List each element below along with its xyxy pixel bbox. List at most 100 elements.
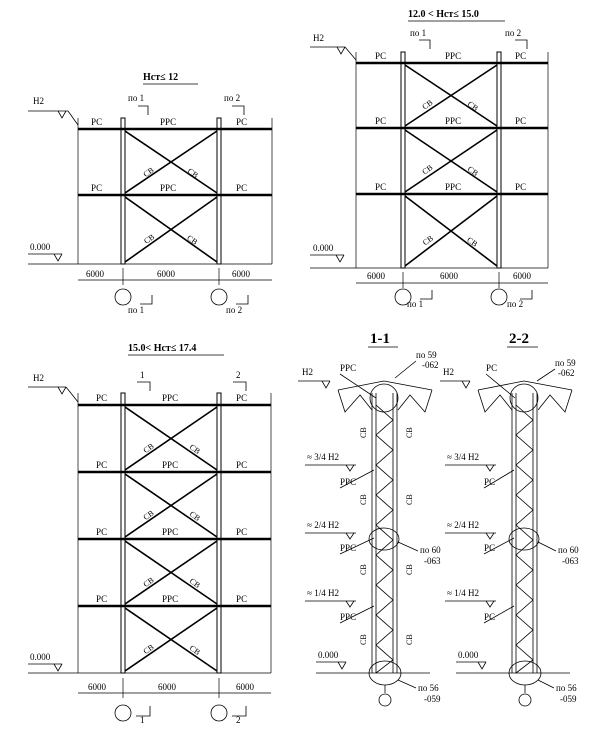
panel-b-span-dim: 6000 [440,271,459,281]
panel-c-bottom-cut-1: 1 [140,715,145,725]
section-2-level-34: ≈ 3/4 H2 [447,452,479,462]
panel-b-sv-label: СВ [466,164,480,177]
panel-b-rs-label: РС [375,51,386,61]
panel-b-sv-label: СВ [466,99,480,112]
section-2-axis-marker [518,693,532,707]
section-1-rrs: РРС [340,612,356,622]
panel-b-rs-label: РС [515,182,526,192]
panel-b-frame: 12.0 < Нст≤ 15.0 H2 по 1 по 2 РС РРС РС … [310,9,549,309]
panel-b-brace [404,129,498,193]
panel-c-rs-label: РС [236,393,247,403]
panel-a-h2-label: H2 [33,96,44,106]
panel-c-h2-label: H2 [33,373,44,383]
section-2-rs: РС [484,612,495,622]
panel-c-rrs-label: РРС [162,460,178,470]
panel-a-rs-label: РС [91,183,102,193]
panel-c-cut-label-1: 1 [140,370,145,380]
panel-a-sv-label: СВ [142,232,156,245]
panel-c-rs-label: РС [236,527,247,537]
section-1-node-60b: -063 [424,556,441,566]
section-2-rs-top: РС [486,363,497,373]
section-2-2-title: 2-2 [509,331,529,347]
panel-c-rs-label: РС [96,460,107,470]
section-1-node-circle-top [369,383,399,413]
panel-c-axis-marker [114,704,132,722]
panel-b-column-right [496,51,502,269]
panel-a-cut-label-1: по 1 [128,93,144,103]
section-1-rrs-top: РРС [340,363,356,373]
panel-c-rs-label: РС [96,527,107,537]
panel-b-rs-label: РС [515,116,526,126]
panel-a-sv-label: СВ [186,166,200,179]
panel-c-rrs-label: РРС [162,393,178,403]
section-1-node-56b: -059 [424,694,441,704]
panel-b-heading: 12.0 < Нст≤ 15.0 [408,9,479,20]
panel-c-sv-label: СВ [142,441,156,454]
section-1-sv-label: СВ [359,494,368,505]
section-2-level-24: ≈ 2/4 H2 [447,520,479,530]
section-1-node-59b: -062 [422,360,439,370]
section-2-node-59: по 59 [555,358,576,368]
section-1-sv-label: СВ [359,427,368,438]
section-2-node-circle-top [509,383,539,413]
section-2-node-56b: -059 [560,694,577,704]
section-1-zero-label: 0.000 [318,650,339,660]
section-2-rs: РС [484,477,495,487]
section-2-lattice [515,404,534,674]
panel-c-brace [124,406,218,471]
panel-b-sv-label: СВ [465,235,479,248]
panel-a-rrs-label: РРС [160,117,176,127]
panel-c-rs-label: РС [236,594,247,604]
panel-c-column-right [216,392,222,674]
panel-b-rs-label: РС [375,116,386,126]
panel-b-rrs-label: РРС [445,182,461,192]
panel-c-span-dim: 6000 [158,682,177,692]
panel-b-cut-label-2: по 2 [505,28,521,38]
panel-c-sv-label: СВ [188,509,202,522]
panel-b-axis-marker [490,288,508,306]
panel-b-bottom-cut-2: по 2 [507,299,523,309]
panel-b-rs-label: РС [375,182,386,192]
section-1-rrs: РРС [340,477,356,487]
panel-c-sv-label: СВ [142,575,156,588]
panel-c-cut-label-2: 2 [236,370,241,380]
panel-c-rs-label: РС [236,460,247,470]
section-1-sv-label: СВ [405,634,414,645]
panel-c-sv-label: СВ [142,508,156,521]
panel-c-sv-label: СВ [188,576,202,589]
panel-a-zero-label: 0.000 [30,242,51,252]
section-2-node-56: по 56 [556,683,577,693]
panel-a-span-dim: 6000 [232,269,251,279]
panel-b-span-dim: 6000 [367,271,386,281]
section-2-node-circle-mid [508,527,540,551]
panel-a-rs-label: РС [91,117,102,127]
panel-c-column-left [120,392,126,674]
panel-a-heading: Нст≤ 12 [143,72,178,83]
panel-c-rs-label: РС [96,393,107,403]
panel-a-column-right [216,117,222,265]
panel-b-brace [404,195,498,267]
panel-a-frame: Нст≤ 12 H2 по 1 по 2 РС РРС РС РС РРС РС… [28,72,273,315]
section-2-level-14: ≈ 1/4 H2 [447,588,479,598]
section-1-lattice [375,404,394,674]
panel-a-brace [124,196,218,263]
section-1-node-60: по 60 [420,545,441,555]
panel-b-span-dim: 6000 [513,271,532,281]
panel-c-brace [124,473,218,538]
section-2-node-59b: -062 [558,368,575,378]
panel-b-rrs-label: РРС [445,51,461,61]
panel-c-frame: 15.0< Нст≤ 17.4 H2 1 2 РС РРС РС РС РРС … [28,343,272,725]
panel-c-span-dim: 6000 [236,682,255,692]
panel-c-rrs-label: РРС [162,594,178,604]
section-1-sv-label: СВ [359,634,368,645]
panel-a-axis-marker [114,288,132,306]
section-1-axis-marker [378,693,392,707]
panel-c-sv-label: СВ [188,643,202,656]
section-1-node-circle-mid [368,527,400,551]
section-1-sv-label: СВ [405,494,414,505]
panel-c-rrs-label: РРС [162,527,178,537]
panel-c-brace [124,540,218,605]
section-2-h2-label: H2 [443,367,454,377]
section-1-level-14: ≈ 1/4 H2 [307,588,339,598]
panel-b-axis-marker [394,288,412,306]
